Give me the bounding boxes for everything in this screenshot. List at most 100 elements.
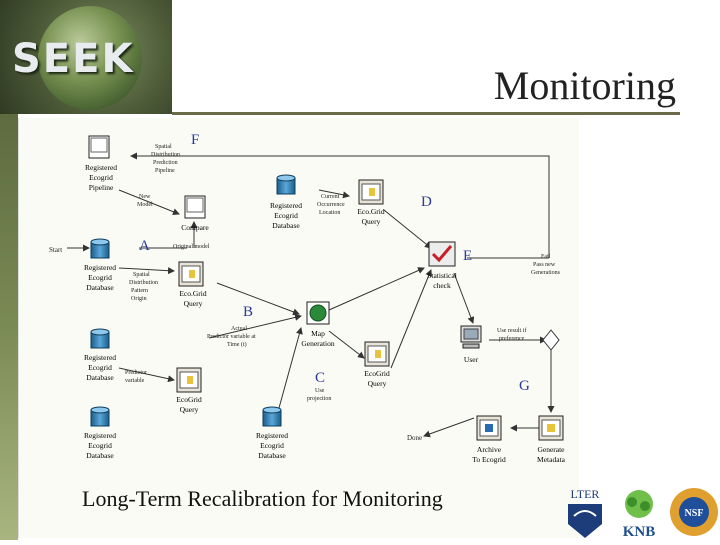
- db4-label-3: Database: [258, 451, 286, 460]
- db1-label-2: Ecogrid: [88, 273, 112, 282]
- letter-b: B: [243, 304, 253, 320]
- start-label: Start: [49, 246, 62, 254]
- query3-node: EcoGrid Query: [176, 367, 202, 414]
- pipeline-label-2: Ecogrid: [89, 173, 113, 182]
- db3-label-1: Registered: [84, 431, 116, 440]
- knb-logo: KNB: [612, 486, 666, 540]
- connectors: [67, 152, 555, 438]
- query-top-label-1: Eco.Grid: [357, 207, 385, 216]
- db3-node: Registered Ecogrid Database: [84, 406, 116, 460]
- current-occ-2: Occurrence: [317, 202, 345, 208]
- fail-3: Generations: [531, 270, 561, 276]
- map-gen-label-1: Map: [311, 329, 325, 338]
- db-top-label-1: Registered: [270, 201, 302, 210]
- done-label: Done: [407, 434, 422, 442]
- db2-label-1: Registered: [84, 353, 116, 362]
- pipeline-node: Registered Ecogrid Pipeline: [85, 135, 117, 192]
- workflow-svg: Registered Ecogrid Pipeline Compare Regi…: [49, 132, 566, 464]
- map-gen-node: Map Generation: [301, 301, 335, 348]
- user-label: User: [464, 355, 479, 364]
- db1-label-3: Database: [86, 283, 114, 292]
- stat-check-label-1: Statistical: [427, 271, 457, 280]
- letter-e: E: [463, 248, 472, 264]
- pipeline-label-3: Pipeline: [89, 183, 114, 192]
- original-model: Original model: [173, 244, 210, 250]
- new-model-2: Model: [137, 202, 153, 208]
- query-top-label-2: Query: [362, 217, 381, 226]
- db3-label-3: Database: [86, 451, 114, 460]
- actual-pred-1: Actual: [231, 326, 247, 332]
- db-top-node: Registered Ecogrid Database: [270, 174, 302, 230]
- current-occ-3: Location: [319, 210, 340, 216]
- seek-logo: SEEK: [0, 0, 172, 114]
- use-proj-2: projection: [307, 396, 331, 402]
- fail-2: Pass new: [533, 262, 556, 268]
- checkmark-icon: [431, 245, 453, 263]
- db4-label-1: Registered: [256, 431, 288, 440]
- db2-node: Registered Ecogrid Database: [84, 328, 116, 382]
- query1-node: Eco.Grid Query: [178, 261, 207, 308]
- compare-label: Compare: [181, 223, 209, 232]
- db3-label-2: Ecogrid: [88, 441, 112, 450]
- compare-node: Compare: [181, 195, 209, 232]
- use-proj-1: Use: [315, 388, 325, 394]
- db1-node: Registered Ecogrid Database: [84, 238, 116, 292]
- query2-node: EcoGrid Query: [364, 341, 390, 388]
- archive-label-1: Archive: [477, 445, 502, 454]
- spatial-left-1: Spatial: [133, 272, 150, 278]
- predictor-2: variable: [125, 378, 145, 384]
- letter-f: F: [191, 132, 199, 148]
- actual-pred-3: Time (t): [227, 341, 247, 348]
- letter-d: D: [421, 194, 432, 210]
- user-pref-1: Use result if: [497, 327, 526, 334]
- query2-label-2: Query: [368, 379, 387, 388]
- lter-logo-text: LTER: [571, 487, 600, 501]
- db-top-label-2: Ecogrid: [274, 211, 298, 220]
- knb-logo-text: KNB: [623, 524, 656, 540]
- stat-check-node: Statistical check: [427, 241, 457, 290]
- spatial-top-1: Spatial: [155, 144, 172, 150]
- user-pref-2: preference: [499, 335, 525, 342]
- step-letters: F A B C D E G: [139, 132, 530, 394]
- query2-label-1: EcoGrid: [364, 369, 390, 378]
- workflow-diagram: Registered Ecogrid Pipeline Compare Regi…: [18, 118, 579, 538]
- db4-label-2: Ecogrid: [260, 441, 284, 450]
- metadata-label-1: Generate: [537, 445, 565, 454]
- predictor-1: Predictor: [125, 370, 147, 376]
- globe-icon: [38, 6, 142, 110]
- seek-logo-text: SEEK: [12, 36, 135, 82]
- query3-label-1: EcoGrid: [176, 395, 202, 404]
- map-gen-label-2: Generation: [301, 339, 335, 348]
- archive-label-2: To Ecogrid: [472, 455, 506, 464]
- title-divider: [172, 112, 680, 115]
- spatial-top-2: Distribution: [151, 152, 180, 158]
- query1-label-1: Eco.Grid: [179, 289, 207, 298]
- left-decor-strip: [0, 0, 18, 540]
- archive-node: Archive To Ecogrid: [472, 415, 506, 464]
- query-top-node: Eco.Grid Query: [357, 179, 385, 226]
- db1-label-1: Registered: [84, 263, 116, 272]
- db2-label-3: Database: [86, 373, 114, 382]
- nsf-logo: NSF: [668, 486, 720, 538]
- fail-1: Fail: [541, 254, 551, 260]
- letter-g: G: [519, 378, 530, 394]
- metadata-node: Generate Metadata: [537, 415, 566, 464]
- db2-label-2: Ecogrid: [88, 363, 112, 372]
- new-model-1: New: [139, 194, 151, 200]
- current-occ-1: Current: [321, 194, 340, 200]
- lter-logo: LTER: [562, 484, 608, 540]
- pipeline-label-1: Registered: [85, 163, 117, 172]
- stat-check-label-2: check: [433, 281, 451, 290]
- decision-diamond: [542, 329, 560, 351]
- user-node: User: [460, 325, 482, 364]
- spatial-top-3: Prediction: [153, 160, 178, 166]
- diagram-caption: Long-Term Recalibration for Monitoring: [82, 486, 443, 511]
- db4-node: Registered Ecogrid Database: [256, 406, 288, 460]
- db-top-label-3: Database: [272, 221, 300, 230]
- actual-pred-2: Predictor variable at: [207, 334, 256, 340]
- nsf-logo-text: NSF: [685, 508, 704, 519]
- page-title: Monitoring: [493, 63, 676, 108]
- metadata-label-2: Metadata: [537, 455, 566, 464]
- spatial-left-3: Pattern: [131, 288, 148, 294]
- edge-labels: Start Done Spatial Distribution Predicti…: [49, 144, 561, 442]
